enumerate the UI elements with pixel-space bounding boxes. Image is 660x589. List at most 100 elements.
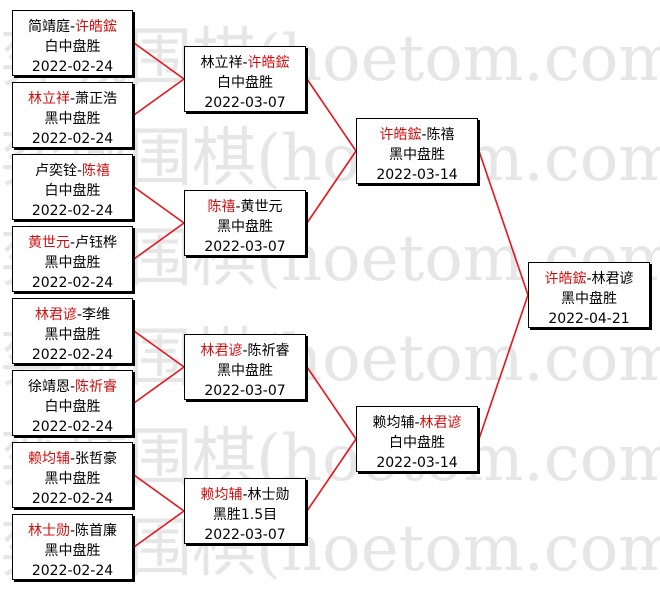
player-white-name: 林君谚: [419, 415, 462, 431]
match-box: 林立祥-萧正浩黑中盘胜 2022-02-24: [12, 82, 133, 148]
match-box: 林士勋-陈首廉黑中盘胜 2022-02-24: [12, 514, 133, 580]
connector-line: [133, 42, 185, 80]
match-result: 白中盘胜: [44, 39, 101, 55]
match-players: 许皓鋐-陈禧: [357, 125, 477, 145]
connector-line: [306, 78, 357, 152]
player-white-name: 陈禧: [82, 163, 111, 179]
player-black-name: 陈禧: [207, 199, 236, 215]
match-result: 黑中盘胜: [44, 255, 101, 271]
match-result: 黑中盘胜: [44, 471, 101, 487]
player-black-name: 赖均辅: [200, 487, 243, 503]
match-date: 2022-03-07: [204, 527, 286, 543]
connector-line: [133, 78, 185, 116]
match-date: 2022-03-14: [376, 167, 458, 183]
player-white-name: 黄世元: [240, 199, 283, 215]
versus-dash: -: [69, 379, 76, 395]
match-players: 赖均辅-林士勋: [185, 485, 305, 505]
match-players: 许皓鋐-林君谚: [529, 269, 649, 289]
connector-line: [133, 510, 185, 548]
match-date: 2022-03-07: [204, 95, 286, 111]
versus-dash: -: [235, 199, 241, 215]
player-black-name: 赖均辅: [27, 451, 70, 467]
match-box: 林君谚-陈祈睿黑中盘胜 2022-03-07: [184, 334, 306, 400]
player-white-name: 许皓鋐: [75, 19, 118, 35]
versus-dash: -: [76, 163, 83, 179]
player-white-name: 陈首廉: [75, 523, 118, 539]
player-white-name: 林士勋: [247, 487, 290, 503]
match-players: 简靖庭-许皓鋐: [13, 17, 132, 37]
player-black-name: 简靖庭: [27, 19, 70, 35]
player-black-name: 卢奕铨: [34, 163, 77, 179]
match-date: 2022-02-24: [31, 275, 114, 291]
connector-line: [478, 294, 529, 440]
connector-line: [133, 366, 185, 404]
match-date: 2022-04-21: [548, 311, 630, 327]
versus-dash: -: [421, 127, 427, 143]
match-box: 陈禧-黄世元黑中盘胜 2022-03-07: [184, 190, 306, 256]
match-box: 许皓鋐-林君谚黑中盘胜 2022-04-21: [528, 262, 650, 328]
match-result: 黑中盘胜: [217, 363, 273, 379]
player-black-name: 林君谚: [200, 343, 243, 359]
match-box: 徐靖恩-陈祈睿白中盘胜 2022-02-24: [12, 370, 133, 436]
match-date: 2022-02-24: [31, 203, 114, 219]
match-result: 黑中盘胜: [389, 147, 445, 163]
match-date: 2022-02-24: [31, 563, 114, 579]
match-result: 白中盘胜: [217, 75, 273, 91]
versus-dash: -: [414, 415, 420, 431]
player-black-name: 林立祥: [200, 55, 243, 71]
versus-dash: -: [76, 307, 83, 323]
match-date: 2022-03-07: [204, 383, 286, 399]
match-date: 2022-02-24: [31, 131, 114, 147]
player-white-name: 卢钰桦: [75, 235, 118, 251]
connector-line: [133, 186, 185, 224]
versus-dash: -: [242, 55, 248, 71]
player-black-name: 许皓鋐: [379, 127, 422, 143]
player-black-name: 许皓鋐: [544, 271, 587, 287]
player-black-name: 林君谚: [34, 307, 77, 323]
match-result: 白中盘胜: [44, 399, 101, 415]
match-box: 卢奕铨-陈禧白中盘胜 2022-02-24: [12, 154, 133, 220]
connector-line: [306, 366, 357, 440]
match-box: 简靖庭-许皓鋐白中盘胜 2022-02-24: [12, 10, 133, 76]
versus-dash: -: [69, 91, 76, 107]
player-white-name: 许皓鋐: [247, 55, 290, 71]
player-white-name: 李维: [82, 307, 111, 323]
player-white-name: 张哲豪: [75, 451, 118, 467]
match-players: 徐靖恩-陈祈睿: [13, 377, 132, 397]
player-black-name: 黄世元: [27, 235, 70, 251]
match-result: 黑中盘胜: [44, 327, 101, 343]
match-date: 2022-02-24: [31, 347, 114, 363]
match-result: 黑中盘胜: [561, 291, 617, 307]
versus-dash: -: [242, 487, 248, 503]
match-players: 林立祥-许皓鋐: [185, 53, 305, 73]
match-result: 白中盘胜: [44, 183, 101, 199]
match-date: 2022-03-14: [376, 455, 458, 471]
match-result: 黑中盘胜: [44, 543, 101, 559]
match-date: 2022-02-24: [31, 419, 114, 435]
match-players: 林君谚-李维: [13, 305, 132, 325]
match-players: 林士勋-陈首廉: [13, 521, 132, 541]
versus-dash: -: [69, 235, 76, 251]
player-white-name: 陈禧: [426, 127, 455, 143]
match-box: 赖均辅-张哲豪黑中盘胜 2022-02-24: [12, 442, 133, 508]
player-black-name: 林士勋: [27, 523, 70, 539]
match-players: 赖均辅-林君谚: [357, 413, 477, 433]
match-date: 2022-02-24: [31, 59, 114, 75]
match-date: 2022-03-07: [204, 239, 286, 255]
match-result: 黑中盘胜: [44, 111, 101, 127]
match-box: 林君谚-李维黑中盘胜 2022-02-24: [12, 298, 133, 364]
versus-dash: -: [69, 451, 76, 467]
match-result: 黑中盘胜: [217, 219, 273, 235]
match-players: 赖均辅-张哲豪: [13, 449, 132, 469]
player-white-name: 林君谚: [591, 271, 634, 287]
versus-dash: -: [69, 19, 76, 35]
connector-line: [133, 474, 185, 512]
match-players: 陈禧-黄世元: [185, 197, 305, 217]
player-black-name: 赖均辅: [372, 415, 415, 431]
match-players: 林立祥-萧正浩: [13, 89, 132, 109]
match-date: 2022-02-24: [31, 491, 114, 507]
match-players: 林君谚-陈祈睿: [185, 341, 305, 361]
